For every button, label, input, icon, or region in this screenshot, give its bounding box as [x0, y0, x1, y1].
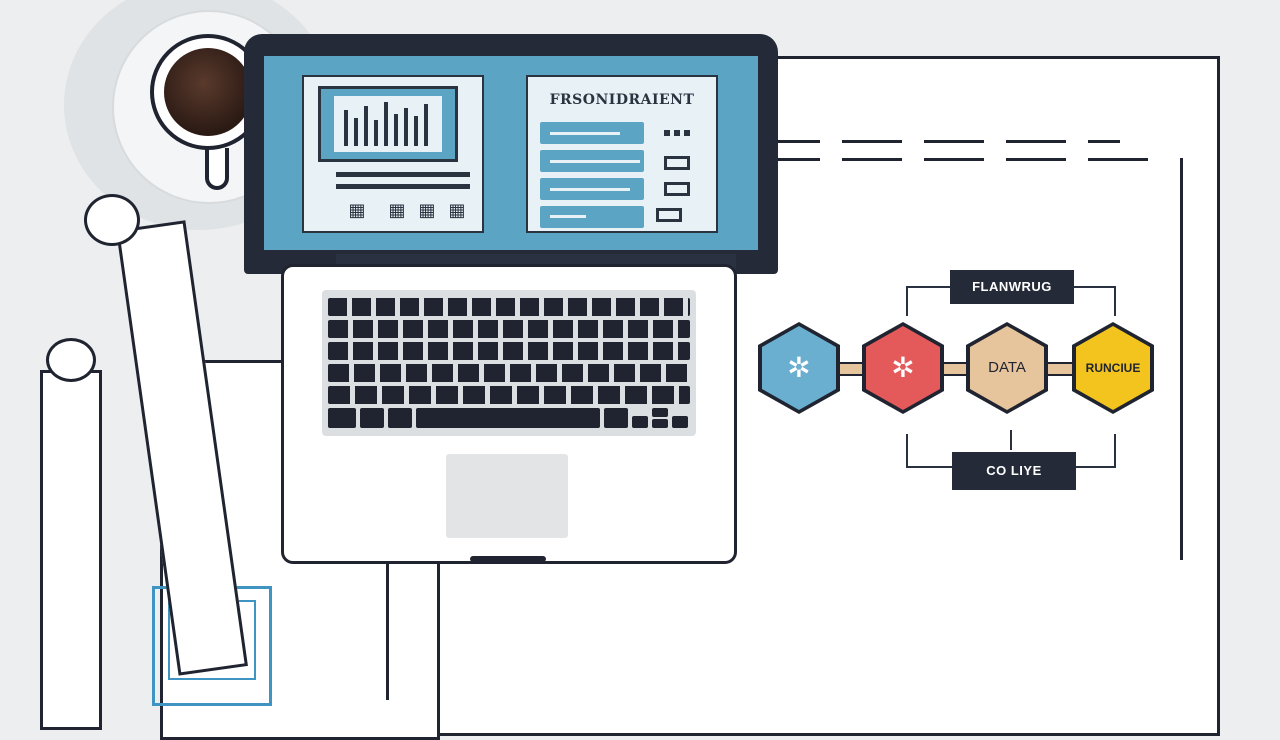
form-checkbox — [664, 182, 690, 196]
paper-roll-cap — [84, 194, 140, 246]
form-field-line — [550, 160, 640, 163]
form-checkbox — [656, 208, 682, 222]
diagram-node-label: RUNCIUE — [1085, 361, 1141, 375]
screen-icon: ▦ — [448, 200, 466, 221]
form-field-line — [550, 215, 586, 218]
screen-text-line — [336, 172, 470, 177]
laptop-trackpad — [446, 454, 568, 538]
screen-icon: ▦ — [348, 200, 366, 221]
diagram-bottom-label: CO LIYE — [952, 452, 1076, 490]
form-dots — [664, 130, 694, 136]
sheet-edge-line — [386, 560, 389, 700]
screen-icon: ▦ — [418, 200, 436, 221]
molecule-icon: ✲ — [891, 351, 915, 384]
diagram-node-label: DATA — [988, 359, 1026, 376]
diagram-node-data: DATA — [966, 322, 1048, 414]
screen-text-line — [336, 184, 470, 189]
laptop-keyboard — [322, 290, 696, 436]
molecule-icon: ✲ — [787, 351, 811, 384]
coffee-cup-handle — [205, 148, 229, 190]
form-field — [540, 206, 644, 228]
diagram-node-red: ✲ — [862, 322, 944, 414]
dashed-line — [760, 140, 1120, 143]
dashed-line — [760, 158, 1160, 161]
coffee-liquid — [164, 48, 252, 136]
screen-chart-icon — [334, 96, 442, 152]
screen-title: FRSONIDRAIENT — [549, 92, 695, 108]
diagram-connector — [942, 362, 972, 376]
diagram-connector — [838, 362, 868, 376]
form-checkbox — [664, 156, 690, 170]
laptop-notch — [470, 556, 546, 562]
sheet-edge-line — [1180, 158, 1183, 560]
diagram-node-blue: ✲ — [758, 322, 840, 414]
paper-roll — [40, 370, 102, 730]
diagram-connector — [1046, 362, 1076, 376]
diagram-stem — [1010, 430, 1012, 450]
screen-icon: ▦ — [388, 200, 406, 221]
form-field-line — [550, 188, 630, 191]
paper-roll-cap — [46, 338, 96, 382]
form-field-line — [550, 132, 620, 135]
diagram-top-label: FLANWRUG — [950, 270, 1074, 304]
